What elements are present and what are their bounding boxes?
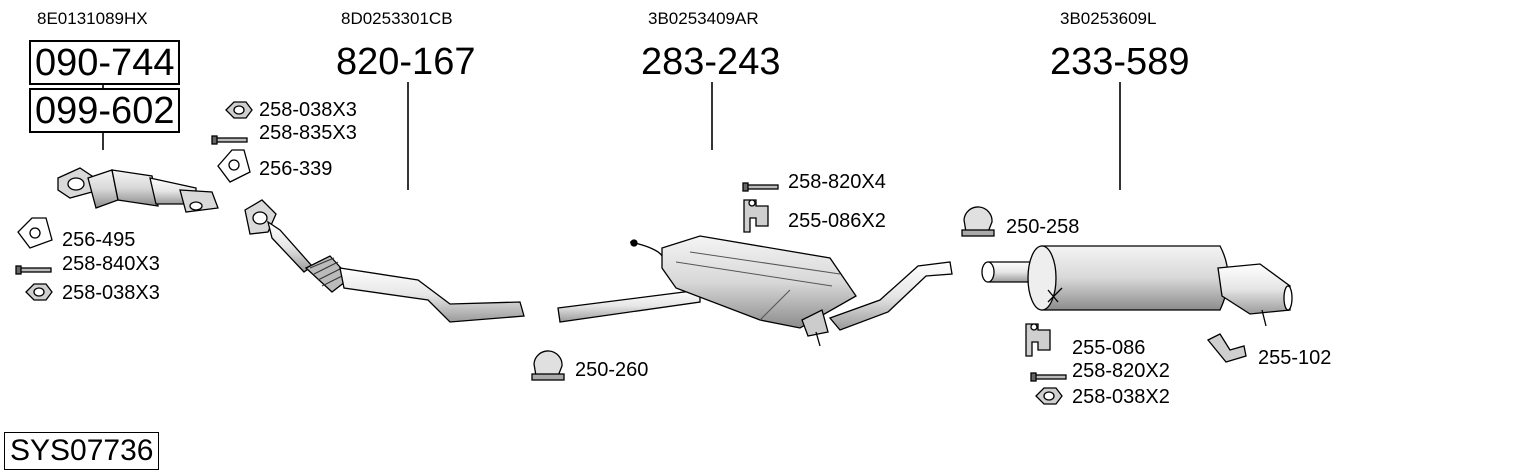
oem-number: 3B0253609L — [1060, 9, 1157, 28]
gasket-icon — [17, 217, 53, 249]
accessory-label: 250-258 — [1006, 216, 1080, 238]
accessory-label: 258-038X3 — [62, 282, 160, 304]
part-number-820-167: 820-167 — [336, 41, 476, 83]
part-number-233-589: 233-589 — [1050, 41, 1190, 83]
bolt-icon — [15, 265, 52, 275]
system-code: SYS07736 — [4, 432, 160, 470]
accessory-label: 258-038X3 — [259, 99, 357, 121]
accessory-label: 258-820X2 — [1072, 360, 1170, 382]
accessory-label: 255-086 — [1072, 337, 1146, 359]
accessory-icons — [15, 101, 1247, 405]
accessory-label: 258-038X2 — [1072, 386, 1170, 408]
nut-icon — [225, 101, 253, 119]
leader-lines — [102, 78, 1121, 190]
accessory-label: 258-840X3 — [62, 253, 160, 275]
clamp-icon — [961, 206, 995, 237]
clamp-icon — [531, 350, 565, 381]
nut-icon — [1035, 387, 1063, 405]
bolt-icon — [211, 135, 248, 145]
accessory-label: 250-260 — [575, 359, 649, 381]
accessory-label: 256-339 — [259, 158, 333, 180]
oem-number: 8D0253301CB — [341, 9, 453, 28]
part-number-099-602: 099-602 — [29, 88, 181, 133]
oem-number: 8E0131089HX — [37, 9, 148, 28]
accessory-label: 258-835X3 — [259, 122, 357, 144]
catalytic-converter — [57, 167, 219, 213]
bracket-icon — [1206, 333, 1247, 363]
rear-silencer — [981, 245, 1293, 327]
accessory-label: 255-102 — [1258, 347, 1332, 369]
rubber-mount-icon — [743, 199, 769, 233]
accessory-label: 256-495 — [62, 229, 136, 251]
accessory-label: 258-820X4 — [788, 171, 886, 193]
bolt-icon — [1030, 372, 1067, 382]
accessory-label: 255-086X2 — [788, 210, 886, 232]
centre-silencer — [557, 235, 953, 347]
oem-number: 3B0253409AR — [648, 9, 759, 28]
part-number-090-744: 090-744 — [29, 40, 181, 85]
front-pipe — [244, 199, 525, 323]
gasket-icon — [217, 149, 251, 183]
part-number-283-243: 283-243 — [641, 41, 781, 83]
rubber-mount-icon — [1025, 323, 1051, 357]
bolt-icon — [742, 182, 779, 192]
nut-icon — [25, 283, 53, 301]
